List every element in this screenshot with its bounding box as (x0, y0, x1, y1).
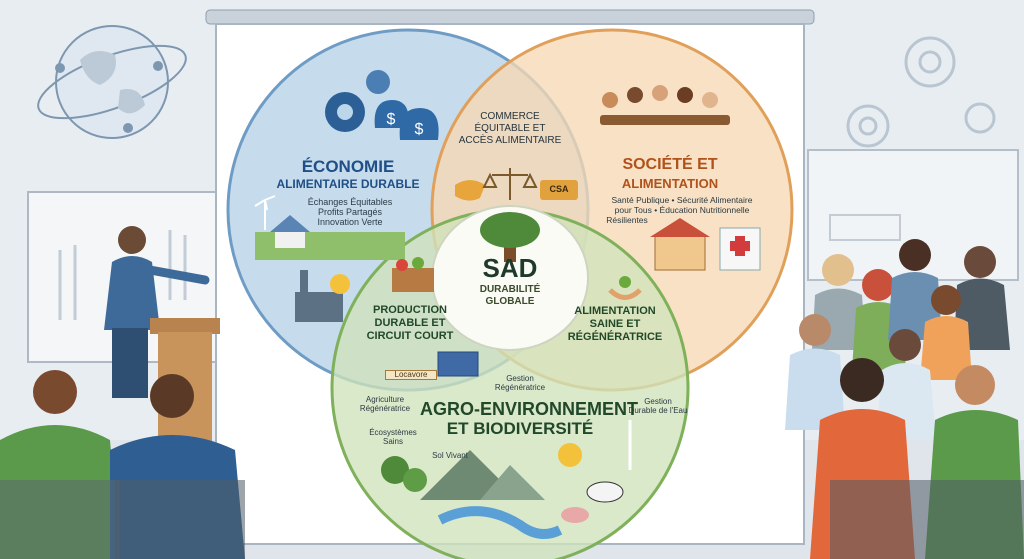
society-bullets: Santé Publique • Sécurité Alimentaire (611, 195, 753, 205)
csa-tag: CSA (549, 184, 569, 194)
svg-text:$: $ (415, 121, 424, 138)
tree-icon (480, 212, 540, 262)
csa-basket-icon (540, 180, 578, 200)
locavore-tag: Locavore (385, 370, 437, 381)
economy-bullet: Échanges Équitables (307, 197, 393, 207)
alimentation-label: RÉGÉNÉRATRICE (567, 331, 663, 343)
alimentation-label: ALIMENTATION (574, 305, 656, 317)
handshake-icon (455, 180, 485, 201)
agro-label: Agriculture (365, 395, 405, 404)
globe-icon (37, 25, 187, 139)
agro-label: Sol Vivant (432, 451, 468, 460)
commerce-label: ÉQUITABLE ET (474, 123, 546, 134)
agro-label: Durable de l'Eau (628, 406, 688, 415)
production-label: CIRCUIT COURT (366, 330, 454, 342)
economy-bullet: Innovation Verte (317, 217, 383, 227)
society-subtitle: ALIMENTATION (621, 176, 719, 191)
factory-icon (295, 270, 350, 322)
economy-title: ÉCONOMIE (301, 157, 395, 176)
agro-subtitle: ET BIODIVERSITÉ (446, 419, 594, 438)
commerce-label: ACCÈS ALIMENTAIRE (458, 135, 562, 146)
gear-icon (325, 70, 390, 132)
hands-plant-icon (608, 276, 642, 300)
commerce-label: COMMERCE (480, 111, 540, 122)
farm-icon (254, 195, 405, 260)
agro-label: Gestion (644, 397, 672, 406)
economy-subtitle: ALIMENTAIRE DURABLE (276, 177, 420, 191)
audience-left (0, 370, 245, 559)
audience-right (785, 239, 1024, 559)
center-subtitle: GLOBALE (485, 296, 535, 307)
agro-label: Sains (382, 437, 403, 446)
center-title: SAD (482, 253, 538, 283)
center-subtitle: DURABILITÉ (479, 284, 541, 295)
speaker-person (104, 226, 210, 398)
alimentation-label: SAINE ET (589, 318, 641, 330)
production-label: PRODUCTION (373, 304, 447, 316)
agro-label: Régénératrice (359, 404, 411, 413)
economy-bullet: Profits Partagés (317, 207, 383, 217)
landscape-illustration (381, 420, 632, 539)
scale-icon (482, 168, 538, 200)
agro-title: AGRO-ENVIRONNEMENT (420, 399, 639, 419)
agro-label: Écosystèmes (369, 428, 417, 437)
society-bullets: pour Tous • Éducation Nutritionnelle (614, 205, 750, 215)
school-hospital-icon (650, 218, 761, 271)
solar-panel-icon (437, 351, 479, 377)
agro-label: Gestion (506, 374, 534, 383)
svg-text:$: $ (387, 111, 396, 128)
money-bag-icon: $ $ (374, 100, 439, 140)
vegetable-crate-icon (392, 257, 434, 292)
community-meal-icon (600, 85, 730, 125)
agro-label: Régénératrice (494, 383, 546, 392)
production-label: DURABLE ET (374, 317, 446, 329)
society-title: SOCIÉTÉ ET (622, 156, 718, 173)
society-bullets: Résilientes (606, 215, 648, 225)
